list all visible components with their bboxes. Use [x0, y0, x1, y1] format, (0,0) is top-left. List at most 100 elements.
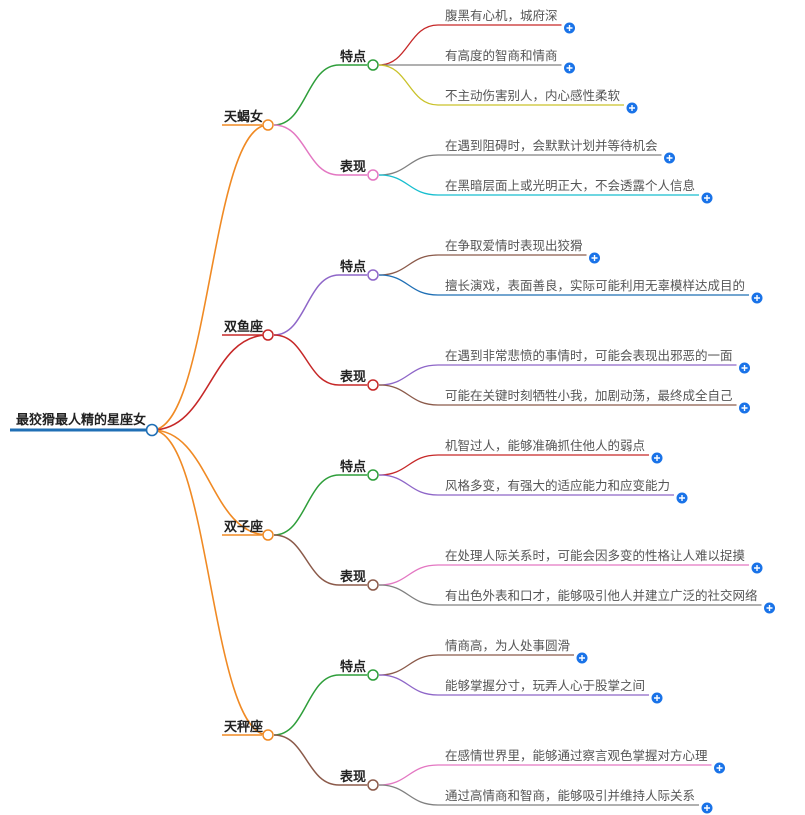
sign-label: 天秤座: [224, 719, 263, 735]
group-connector: [273, 124, 340, 176]
group-node[interactable]: [367, 169, 379, 181]
leaf-text: 在遇到非常悲愤的事情时，可能会表现出邪恶的一面: [445, 348, 733, 363]
group-node[interactable]: [367, 59, 379, 71]
group-label: 表现: [339, 569, 366, 585]
group-connector: [273, 734, 340, 786]
group-label: 特点: [340, 659, 366, 675]
leaf-text: 在遇到阻碍时，会默默计划并等待机会: [445, 138, 658, 153]
plus-glyph: [591, 255, 598, 261]
plus-glyph: [741, 405, 748, 411]
plus-glyph: [766, 605, 773, 611]
leaf-connector: [378, 764, 439, 786]
expand-plus-button[interactable]: [751, 562, 763, 574]
leaf-text: 有高度的智商和情商: [445, 48, 558, 63]
group-node[interactable]: [367, 669, 379, 681]
leaf-connector: [378, 654, 439, 676]
sign-connector: [151, 334, 269, 431]
expand-plus-button[interactable]: [739, 402, 751, 414]
leaf-text: 能够掌握分寸，玩弄人心于股掌之间: [445, 678, 645, 693]
leaf-connector: [378, 384, 439, 406]
group-connector: [273, 274, 340, 336]
plus-glyph: [654, 455, 661, 461]
group-node[interactable]: [367, 579, 379, 591]
leaf-connector: [378, 254, 439, 276]
plus-glyph: [741, 365, 748, 371]
plus-glyph: [754, 295, 761, 301]
group-label: 特点: [340, 259, 366, 275]
sign-label: 双鱼座: [224, 319, 263, 335]
leaf-text: 擅长演戏，表面善良，实际可能利用无辜模样达成目的: [445, 278, 745, 293]
leaf-text: 在争取爱情时表现出狡猾: [445, 238, 583, 253]
leaf-connector: [378, 474, 439, 496]
leaf-connector: [378, 274, 439, 296]
sign-connector: [151, 124, 269, 431]
group-connector: [273, 674, 340, 736]
expand-plus-button[interactable]: [751, 292, 763, 304]
expand-plus-button[interactable]: [564, 62, 576, 74]
expand-plus-button[interactable]: [701, 802, 713, 814]
sign-node[interactable]: [262, 329, 274, 341]
leaf-connector: [378, 674, 439, 696]
group-label: 表现: [339, 369, 366, 385]
leaf-text: 风格多变，有强大的适应能力和应变能力: [445, 478, 670, 493]
sign-connector: [151, 429, 269, 536]
leaf-connector: [378, 584, 439, 606]
leaf-text: 有出色外表和口才，能够吸引他人并建立广泛的社交网络: [445, 588, 758, 603]
expand-plus-button[interactable]: [626, 102, 638, 114]
expand-plus-button[interactable]: [651, 692, 663, 704]
expand-plus-button[interactable]: [739, 362, 751, 374]
expand-plus-button[interactable]: [589, 252, 601, 264]
expand-plus-button[interactable]: [714, 762, 726, 774]
sign-label: 天蝎女: [224, 109, 263, 125]
expand-plus-button[interactable]: [564, 22, 576, 34]
plus-glyph: [579, 655, 586, 661]
plus-glyph: [629, 105, 636, 111]
leaf-connector: [378, 364, 439, 386]
expand-plus-button[interactable]: [764, 602, 776, 614]
root-title: 最狡猾最人精的星座女: [16, 412, 146, 428]
sign-connector: [151, 429, 269, 736]
group-node[interactable]: [367, 469, 379, 481]
leaf-text: 机智过人，能够准确抓住他人的弱点: [445, 438, 645, 453]
leaf-connector: [378, 454, 439, 476]
leaf-text: 腹黑有心机，城府深: [445, 8, 558, 23]
leaf-connector: [378, 174, 439, 196]
expand-plus-button[interactable]: [676, 492, 688, 504]
group-label: 表现: [339, 159, 366, 175]
group-label: 特点: [340, 459, 366, 475]
plus-glyph: [566, 25, 573, 31]
group-connector: [273, 534, 340, 586]
expand-plus-button[interactable]: [651, 452, 663, 464]
leaf-text: 在处理人际关系时，可能会因多变的性格让人难以捉摸: [445, 548, 745, 563]
group-node[interactable]: [367, 779, 379, 791]
plus-glyph: [716, 765, 723, 771]
group-node[interactable]: [367, 379, 379, 391]
plus-glyph: [679, 495, 686, 501]
group-connector: [273, 334, 340, 386]
leaf-connector: [378, 24, 439, 66]
expand-plus-button[interactable]: [701, 192, 713, 204]
sign-node[interactable]: [262, 729, 274, 741]
leaf-text: 不主动伤害别人，内心感性柔软: [445, 88, 621, 103]
plus-glyph: [704, 805, 711, 811]
plus-glyph: [704, 195, 711, 201]
expand-plus-button[interactable]: [576, 652, 588, 664]
group-connector: [273, 474, 340, 536]
leaf-text: 可能在关键时刻牺牲小我，加剧动荡，最终成全自己: [445, 388, 733, 403]
leaf-connector: [378, 154, 439, 176]
group-label: 特点: [340, 49, 366, 65]
group-connector: [273, 64, 340, 126]
leaf-text: 情商高，为人处事圆滑: [445, 638, 570, 653]
leaf-connector: [378, 564, 439, 586]
expand-plus-button[interactable]: [664, 152, 676, 164]
root-node[interactable]: [145, 423, 159, 437]
plus-glyph: [754, 565, 761, 571]
leaf-connector: [378, 64, 439, 106]
leaf-text: 在感情世界里，能够通过察言观色掌握对方心理: [445, 748, 708, 763]
group-label: 表现: [339, 769, 366, 785]
group-node[interactable]: [367, 269, 379, 281]
sign-label: 双子座: [224, 519, 263, 535]
sign-node[interactable]: [262, 529, 274, 541]
sign-node[interactable]: [262, 119, 274, 131]
